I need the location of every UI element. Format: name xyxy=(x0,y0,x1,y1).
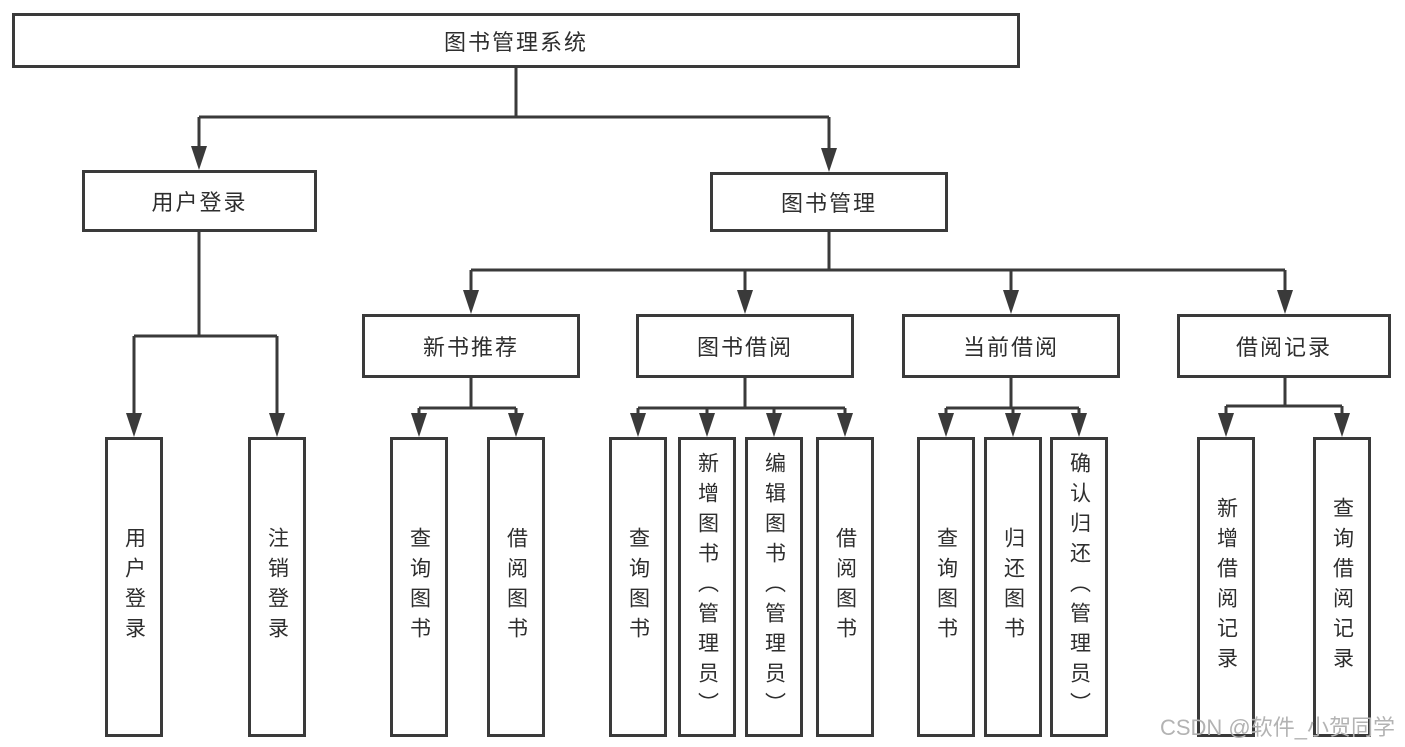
leaf-label: 借阅图书 xyxy=(833,527,857,647)
leaf-edit-book-admin: 编辑图书（管理员） xyxy=(745,437,803,737)
node-user-login: 用户登录 xyxy=(82,170,317,232)
leaf-query-books-recommend: 查询图书 xyxy=(390,437,448,737)
arrowhead xyxy=(737,290,753,314)
connector-root-to-level2 xyxy=(197,68,831,152)
connector-userlogin-group xyxy=(132,232,279,418)
leaf-query-books-borrow: 查询图书 xyxy=(609,437,667,737)
leaf-borrow-books-recommend: 借阅图书 xyxy=(487,437,545,737)
leaf-label: 编辑图书（管理员） xyxy=(762,452,786,722)
csdn-watermark: CSDN @软件_小贺同学 xyxy=(1159,715,1395,740)
connector-borrowrecord-group xyxy=(1224,378,1344,420)
arrowhead xyxy=(766,413,782,437)
leaf-label: 新增借阅记录 xyxy=(1214,497,1238,677)
arrowhead xyxy=(508,413,524,437)
leaf-label: 归还图书 xyxy=(1001,527,1025,647)
leaf-query-books-current: 查询图书 xyxy=(917,437,975,737)
arrowhead xyxy=(191,146,207,170)
arrowhead xyxy=(1005,413,1021,437)
leaf-add-book-admin: 新增图书（管理员） xyxy=(678,437,736,737)
arrowhead xyxy=(1334,413,1350,437)
arrowhead xyxy=(1003,290,1019,314)
leaf-logout: 注销登录 xyxy=(248,437,306,737)
node-new-book-recommend: 新书推荐 xyxy=(362,314,580,378)
leaf-label: 新增图书（管理员） xyxy=(695,452,719,722)
leaf-label: 查询图书 xyxy=(626,527,650,647)
arrowhead xyxy=(1071,413,1087,437)
leaf-label: 查询图书 xyxy=(934,527,958,647)
connector-bookmgmt-to-level3 xyxy=(469,232,1287,294)
arrowhead xyxy=(126,413,142,437)
leaf-return-book: 归还图书 xyxy=(984,437,1042,737)
leaf-label: 查询借阅记录 xyxy=(1330,497,1354,677)
leaf-borrow-books: 借阅图书 xyxy=(816,437,874,737)
arrowhead xyxy=(699,413,715,437)
node-book-management: 图书管理 xyxy=(710,172,948,232)
leaf-add-borrow-record: 新增借阅记录 xyxy=(1197,437,1255,737)
leaf-label: 注销登录 xyxy=(265,527,289,647)
node-root: 图书管理系统 xyxy=(12,13,1020,68)
leaf-label: 用户登录 xyxy=(122,527,146,647)
leaf-label: 查询图书 xyxy=(407,527,431,647)
arrowhead xyxy=(837,413,853,437)
arrowhead xyxy=(269,413,285,437)
arrowhead xyxy=(821,148,837,172)
leaf-query-borrow-record: 查询借阅记录 xyxy=(1313,437,1371,737)
arrowhead xyxy=(463,290,479,314)
node-current-borrow: 当前借阅 xyxy=(902,314,1120,378)
node-book-borrow: 图书借阅 xyxy=(636,314,854,378)
leaf-user-login: 用户登录 xyxy=(105,437,163,737)
node-borrow-record: 借阅记录 xyxy=(1177,314,1391,378)
arrowhead xyxy=(938,413,954,437)
arrowhead xyxy=(411,413,427,437)
leaf-label: 借阅图书 xyxy=(504,527,528,647)
leaf-label: 确认归还（管理员） xyxy=(1067,452,1091,722)
arrowhead xyxy=(1277,290,1293,314)
arrowhead xyxy=(630,413,646,437)
connector-currentborrow-group xyxy=(944,378,1081,420)
connector-newbook-group xyxy=(417,378,518,420)
connector-bookborrow-group xyxy=(636,378,847,420)
arrowhead xyxy=(1218,413,1234,437)
leaf-confirm-return-admin: 确认归还（管理员） xyxy=(1050,437,1108,737)
